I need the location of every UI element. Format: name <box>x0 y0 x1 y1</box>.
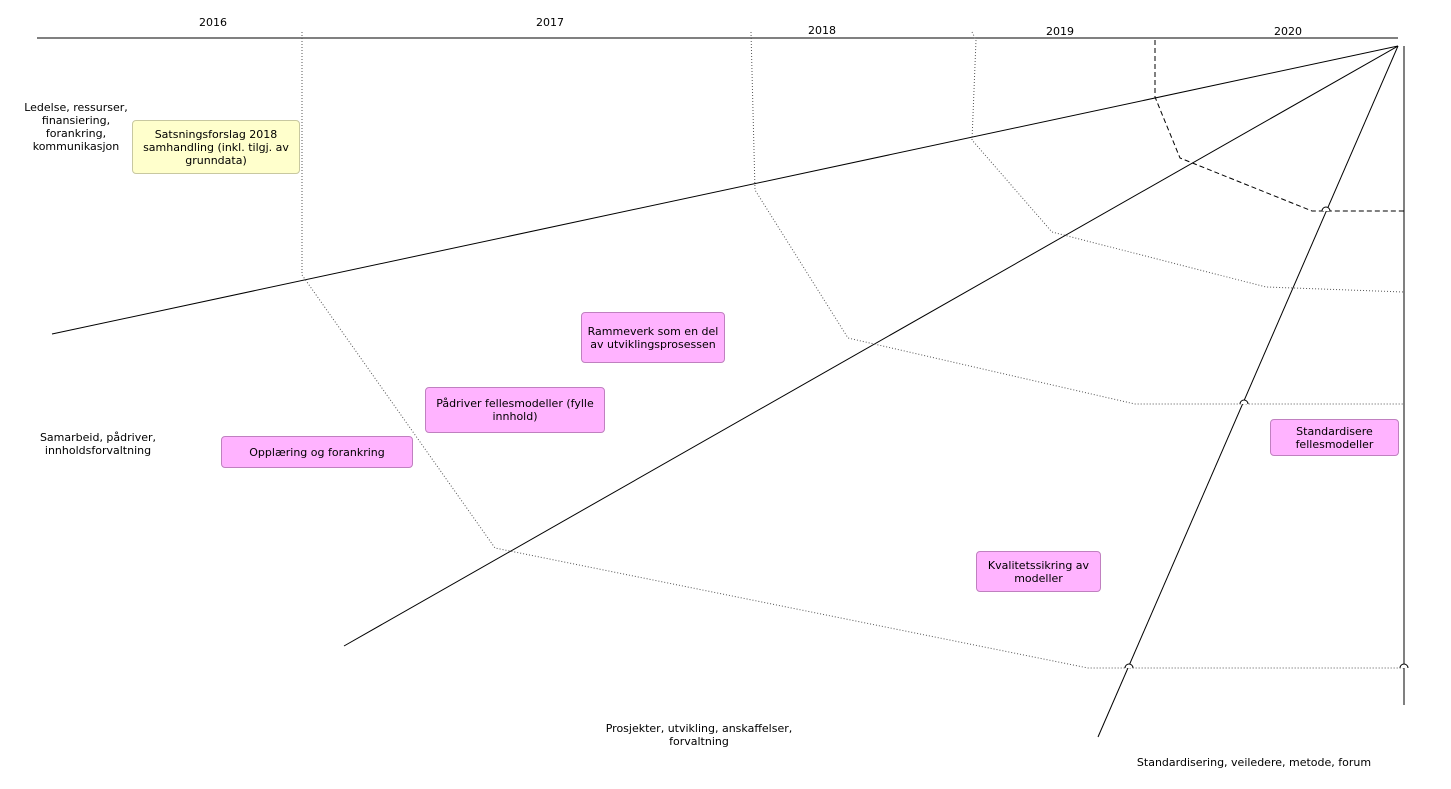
lane-label-collaboration: Samarbeid, pådriver, innholdsforvaltning <box>39 431 157 457</box>
activity-opplaering[interactable]: Opplæring og forankring <box>221 436 413 468</box>
year-boundary-2016-2017 <box>301 32 1404 669</box>
activity-satsningsforslag[interactable]: Satsningsforslag 2018 samhandling (inkl.… <box>132 120 300 174</box>
year-label-2019: 2019 <box>1046 25 1074 38</box>
activity-standardisere[interactable]: Standardisere fellesmodeller <box>1270 419 1399 456</box>
year-label-2016: 2016 <box>199 16 227 29</box>
year-boundary-2017-2018 <box>750 31 1404 405</box>
crossing-marker <box>1399 663 1409 669</box>
year-boundary-2018-2019 <box>971 31 1405 293</box>
activity-kvalitetssikring[interactable]: Kvalitetssikring av modeller <box>976 551 1101 592</box>
lane-separator-1 <box>51 45 1399 335</box>
crossing-marker <box>1321 206 1331 212</box>
lane-label-leadership: Ledelse, ressurser, finansiering, forank… <box>24 101 128 153</box>
lane-label-projects: Prosjekter, utvikling, anskaffelser, for… <box>605 722 793 748</box>
year-label-2017: 2017 <box>536 16 564 29</box>
activity-padriver[interactable]: Pådriver fellesmodeller (fylle innhold) <box>425 387 605 433</box>
crossing-marker <box>1239 399 1249 405</box>
lane-separator-3 <box>1097 45 1399 738</box>
year-label-2020: 2020 <box>1274 25 1302 38</box>
activity-rammeverk[interactable]: Rammeverk som en del av utviklingsproses… <box>581 312 725 363</box>
lane-label-standardization: Standardisering, veiledere, metode, foru… <box>1136 756 1372 769</box>
crossing-marker <box>1124 663 1134 669</box>
lane-separator-2 <box>343 45 1399 647</box>
year-boundary-2019-2020 <box>1154 40 1404 212</box>
year-label-2018: 2018 <box>808 24 836 37</box>
